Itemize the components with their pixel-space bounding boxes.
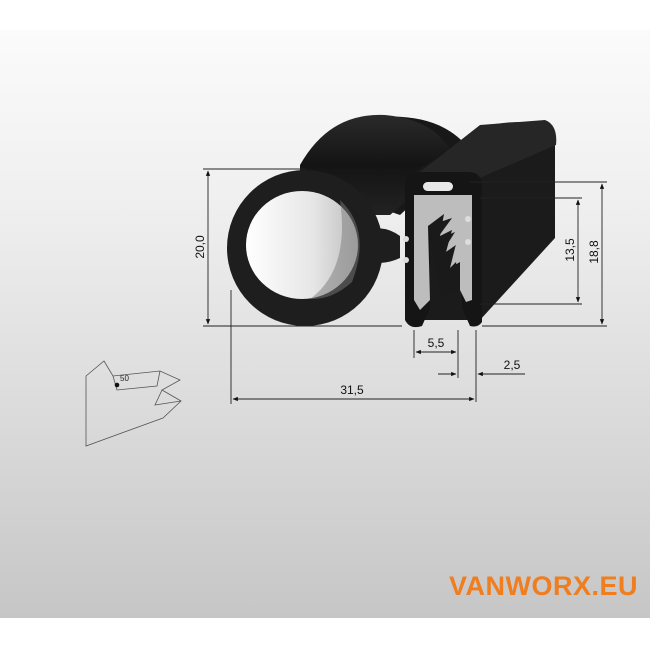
application-sketch: [85, 360, 182, 447]
insert-dot: [465, 239, 471, 245]
insert-dot: [403, 236, 409, 242]
hole-marker-dot: [114, 382, 120, 388]
dim-height-left: 20,0: [193, 235, 207, 259]
dim-slot-width: 5,5: [428, 336, 445, 350]
dim-total-width: 31,5: [340, 383, 364, 397]
tube-hole: [246, 191, 358, 299]
dimension-lines: [203, 168, 607, 404]
dim-height-inner: 13,5: [563, 238, 577, 262]
clip-top-face: [410, 120, 557, 180]
hole-shadow: [310, 200, 360, 300]
hole-marker-label: 50: [120, 374, 129, 383]
dim-lip: 2,5: [504, 358, 521, 372]
brand-logo: VANWORX.EU: [449, 571, 638, 601]
insert-dot: [465, 216, 471, 222]
insert-dot: [403, 257, 409, 263]
rubber-profile: [227, 114, 557, 328]
top-slot: [423, 182, 453, 191]
dim-height-right: 18,8: [587, 240, 601, 264]
bridge: [370, 228, 400, 263]
clip-fins: [428, 214, 460, 296]
